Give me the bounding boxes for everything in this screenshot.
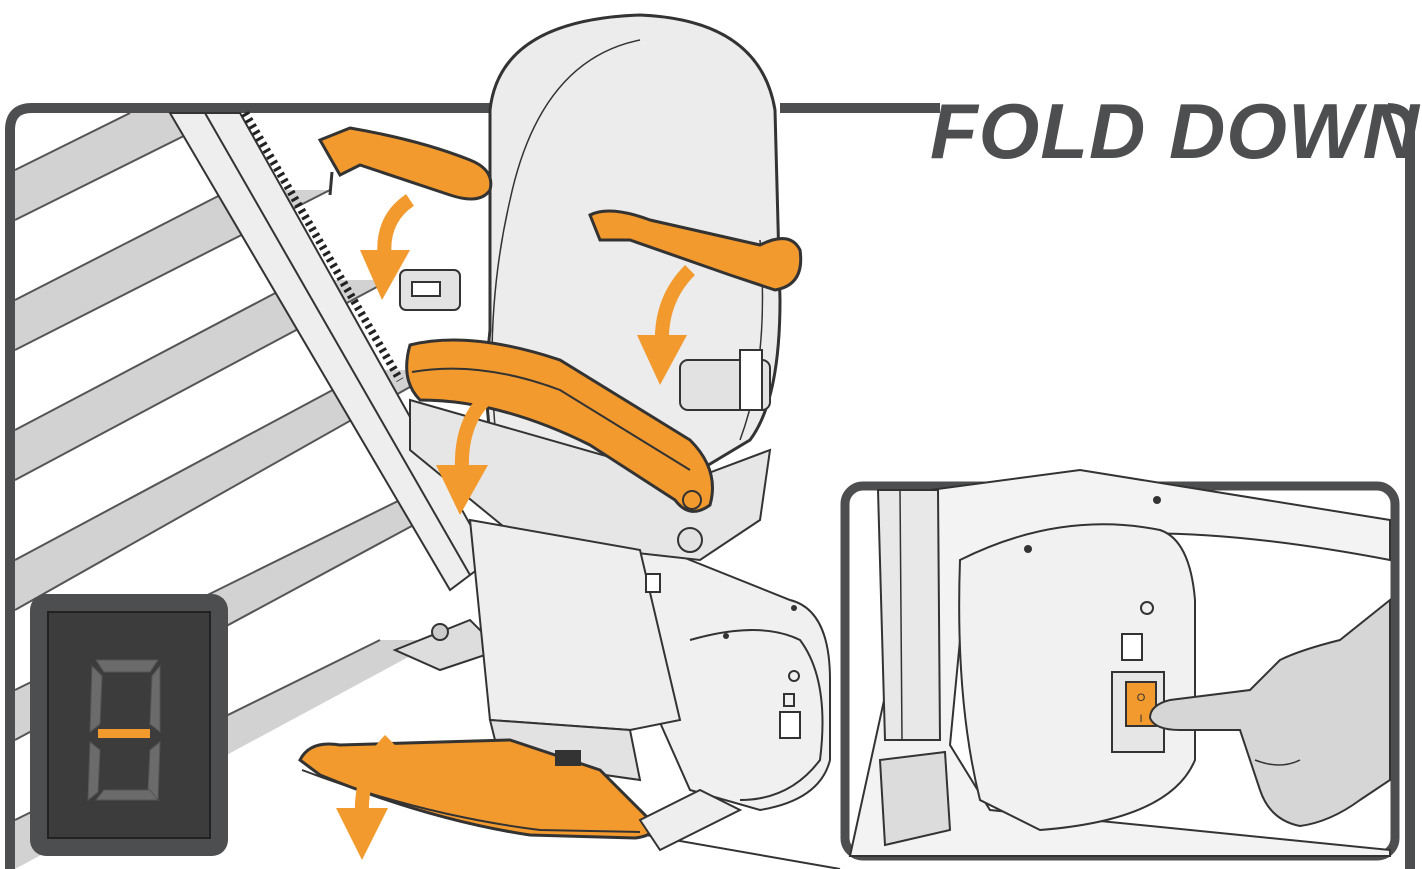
page-title: FOLD DOWN xyxy=(930,87,1420,175)
rail xyxy=(168,110,502,672)
arrow-down-icon xyxy=(637,265,696,385)
carriage xyxy=(638,538,831,812)
chair-seat-base xyxy=(409,398,772,782)
armrest-left xyxy=(317,126,493,201)
display-panel xyxy=(30,594,228,856)
seven-segment-display-icon xyxy=(87,659,161,802)
switch-off-label: O xyxy=(1137,692,1146,704)
arrow-down-icon xyxy=(360,194,415,300)
seat-cushion xyxy=(405,338,714,513)
outer-frame-left xyxy=(5,103,500,869)
switch-closeup-panel: O I xyxy=(840,468,1400,861)
seat-belt xyxy=(399,269,771,411)
display-segment-active xyxy=(98,729,150,738)
switch-on-label: I xyxy=(1139,713,1142,725)
footrest xyxy=(298,738,743,852)
outer-frame-right xyxy=(1387,103,1415,869)
arrow-down-icon xyxy=(336,735,396,860)
armrest-right xyxy=(588,209,803,292)
hand-icon xyxy=(1148,597,1391,828)
arrow-down-icon xyxy=(436,389,495,515)
